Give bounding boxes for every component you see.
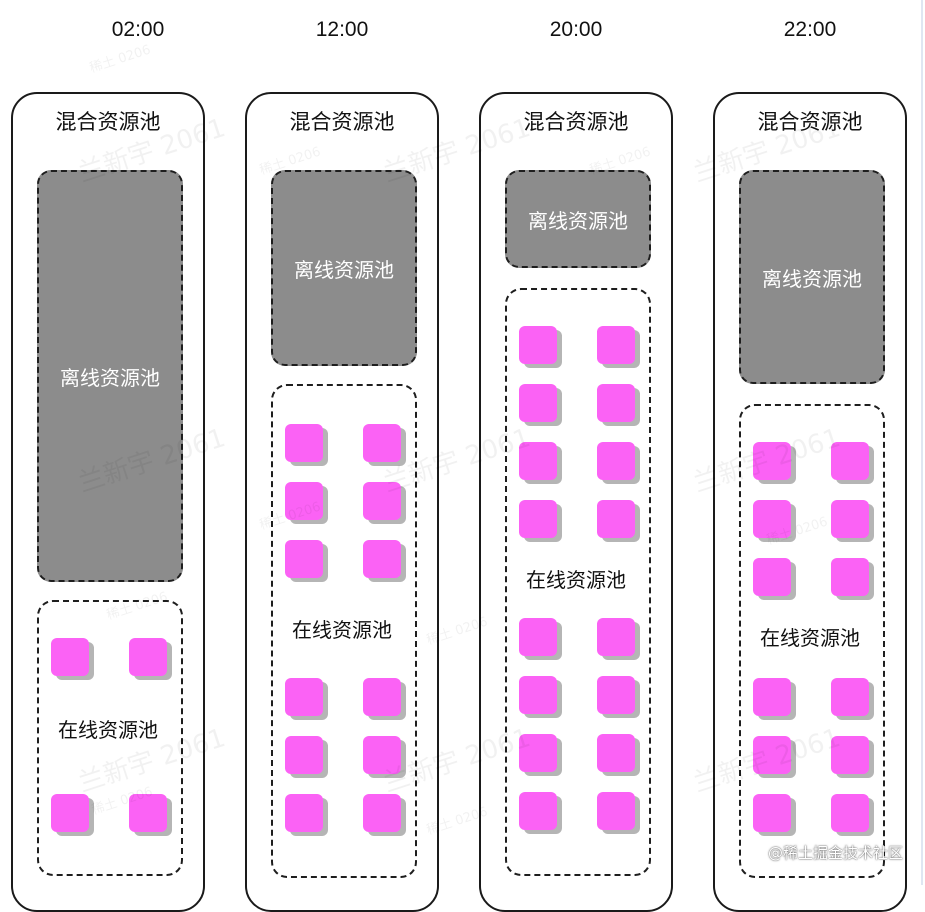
online-instance [831,500,869,538]
online-instance [753,558,791,596]
online-instance [285,678,323,716]
online-instance [519,792,557,830]
online-instance [753,736,791,774]
online-pool-label: 在线资源池 [760,626,860,650]
online-instance [597,734,635,772]
mixed-pool-column: 混合资源池离线资源池在线资源池 [479,92,673,912]
online-instance [519,676,557,714]
online-instance [519,618,557,656]
offline-pool-label: 离线资源池 [60,365,160,390]
offline-pool: 离线资源池 [271,170,417,366]
online-instance [51,638,89,676]
online-instance [519,734,557,772]
online-pool-label: 在线资源池 [526,568,626,592]
mixed-pool-title: 混合资源池 [55,110,161,134]
online-instance [363,678,401,716]
time-label: 02:00 [111,18,165,41]
online-instance [363,736,401,774]
offline-pool: 离线资源池 [505,170,651,268]
site-credit: @稀土掘金技术社区 [767,844,903,862]
online-instance [285,540,323,578]
online-instance [51,794,89,832]
offline-pool: 离线资源池 [739,170,885,384]
online-instance [753,794,791,832]
online-instance [597,442,635,480]
online-pool-label: 在线资源池 [292,618,392,642]
online-instance [285,736,323,774]
offline-pool-label: 离线资源池 [294,257,394,282]
online-instance [597,500,635,538]
online-instance [363,482,401,520]
offline-pool-label: 离线资源池 [762,266,862,291]
online-instance [753,678,791,716]
online-instance [597,676,635,714]
mixed-pool-column: 混合资源池离线资源池在线资源池 [713,92,907,912]
online-instance [363,794,401,832]
mixed-pool-column: 混合资源池离线资源池在线资源池 [11,92,205,912]
online-instance [519,442,557,480]
online-instance [363,540,401,578]
time-label: 20:00 [549,18,603,41]
online-instance [831,442,869,480]
online-instance [831,678,869,716]
online-instance [597,792,635,830]
online-instance [285,794,323,832]
online-instance [519,326,557,364]
time-label: 12:00 [315,18,369,41]
mixed-pool-title: 混合资源池 [757,110,863,134]
offline-pool: 离线资源池 [37,170,183,582]
online-instance [753,500,791,538]
watermark-id: 稀土 0206 [87,42,153,77]
online-instance [753,442,791,480]
online-instance [285,424,323,462]
time-label: 22:00 [783,18,837,41]
online-instance [129,794,167,832]
online-instance [519,384,557,422]
mixed-pool-title: 混合资源池 [523,110,629,134]
online-instance [597,618,635,656]
offline-pool-label: 离线资源池 [528,208,628,233]
online-instance [519,500,557,538]
online-instance [129,638,167,676]
online-instance [597,384,635,422]
online-instance [597,326,635,364]
mixed-pool-title: 混合资源池 [289,110,395,134]
online-instance [831,558,869,596]
online-instance [285,482,323,520]
online-instance [831,736,869,774]
online-instance [831,794,869,832]
mixed-pool-column: 混合资源池离线资源池在线资源池 [245,92,439,912]
online-pool-label: 在线资源池 [58,718,158,742]
right-edge-line [921,0,923,885]
online-instance [363,424,401,462]
